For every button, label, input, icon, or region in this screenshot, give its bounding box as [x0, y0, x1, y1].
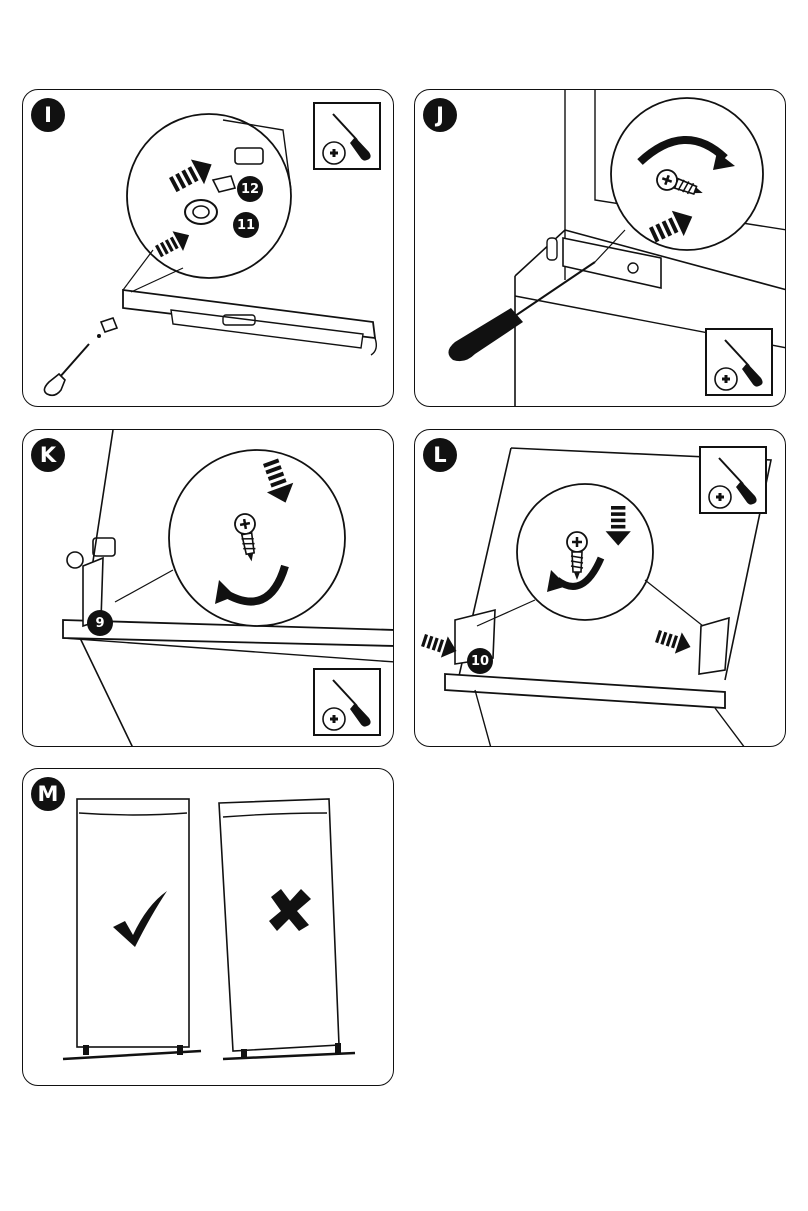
- panel-k: K 9: [22, 429, 394, 747]
- part-callout: 12: [237, 176, 263, 202]
- step-badge: J: [423, 98, 457, 132]
- part-callout: 10: [467, 648, 493, 674]
- step-badge: L: [423, 438, 457, 472]
- panel-l: L 10: [414, 429, 786, 747]
- step-badge: I: [31, 98, 65, 132]
- phillips-screwdriver-icon: [699, 446, 767, 514]
- panel-i: I 12 11: [22, 89, 394, 407]
- phillips-screwdriver-icon: [313, 102, 381, 170]
- panel-m: M: [22, 768, 394, 1086]
- part-callout: 9: [87, 610, 113, 636]
- panel-j: J: [414, 89, 786, 407]
- door-alignment-check-illustration: [23, 769, 394, 1086]
- phillips-screwdriver-icon: [705, 328, 773, 396]
- phillips-screwdriver-icon: [313, 668, 381, 736]
- step-badge: K: [31, 438, 65, 472]
- step-badge: M: [31, 777, 65, 811]
- part-callout: 11: [233, 212, 259, 238]
